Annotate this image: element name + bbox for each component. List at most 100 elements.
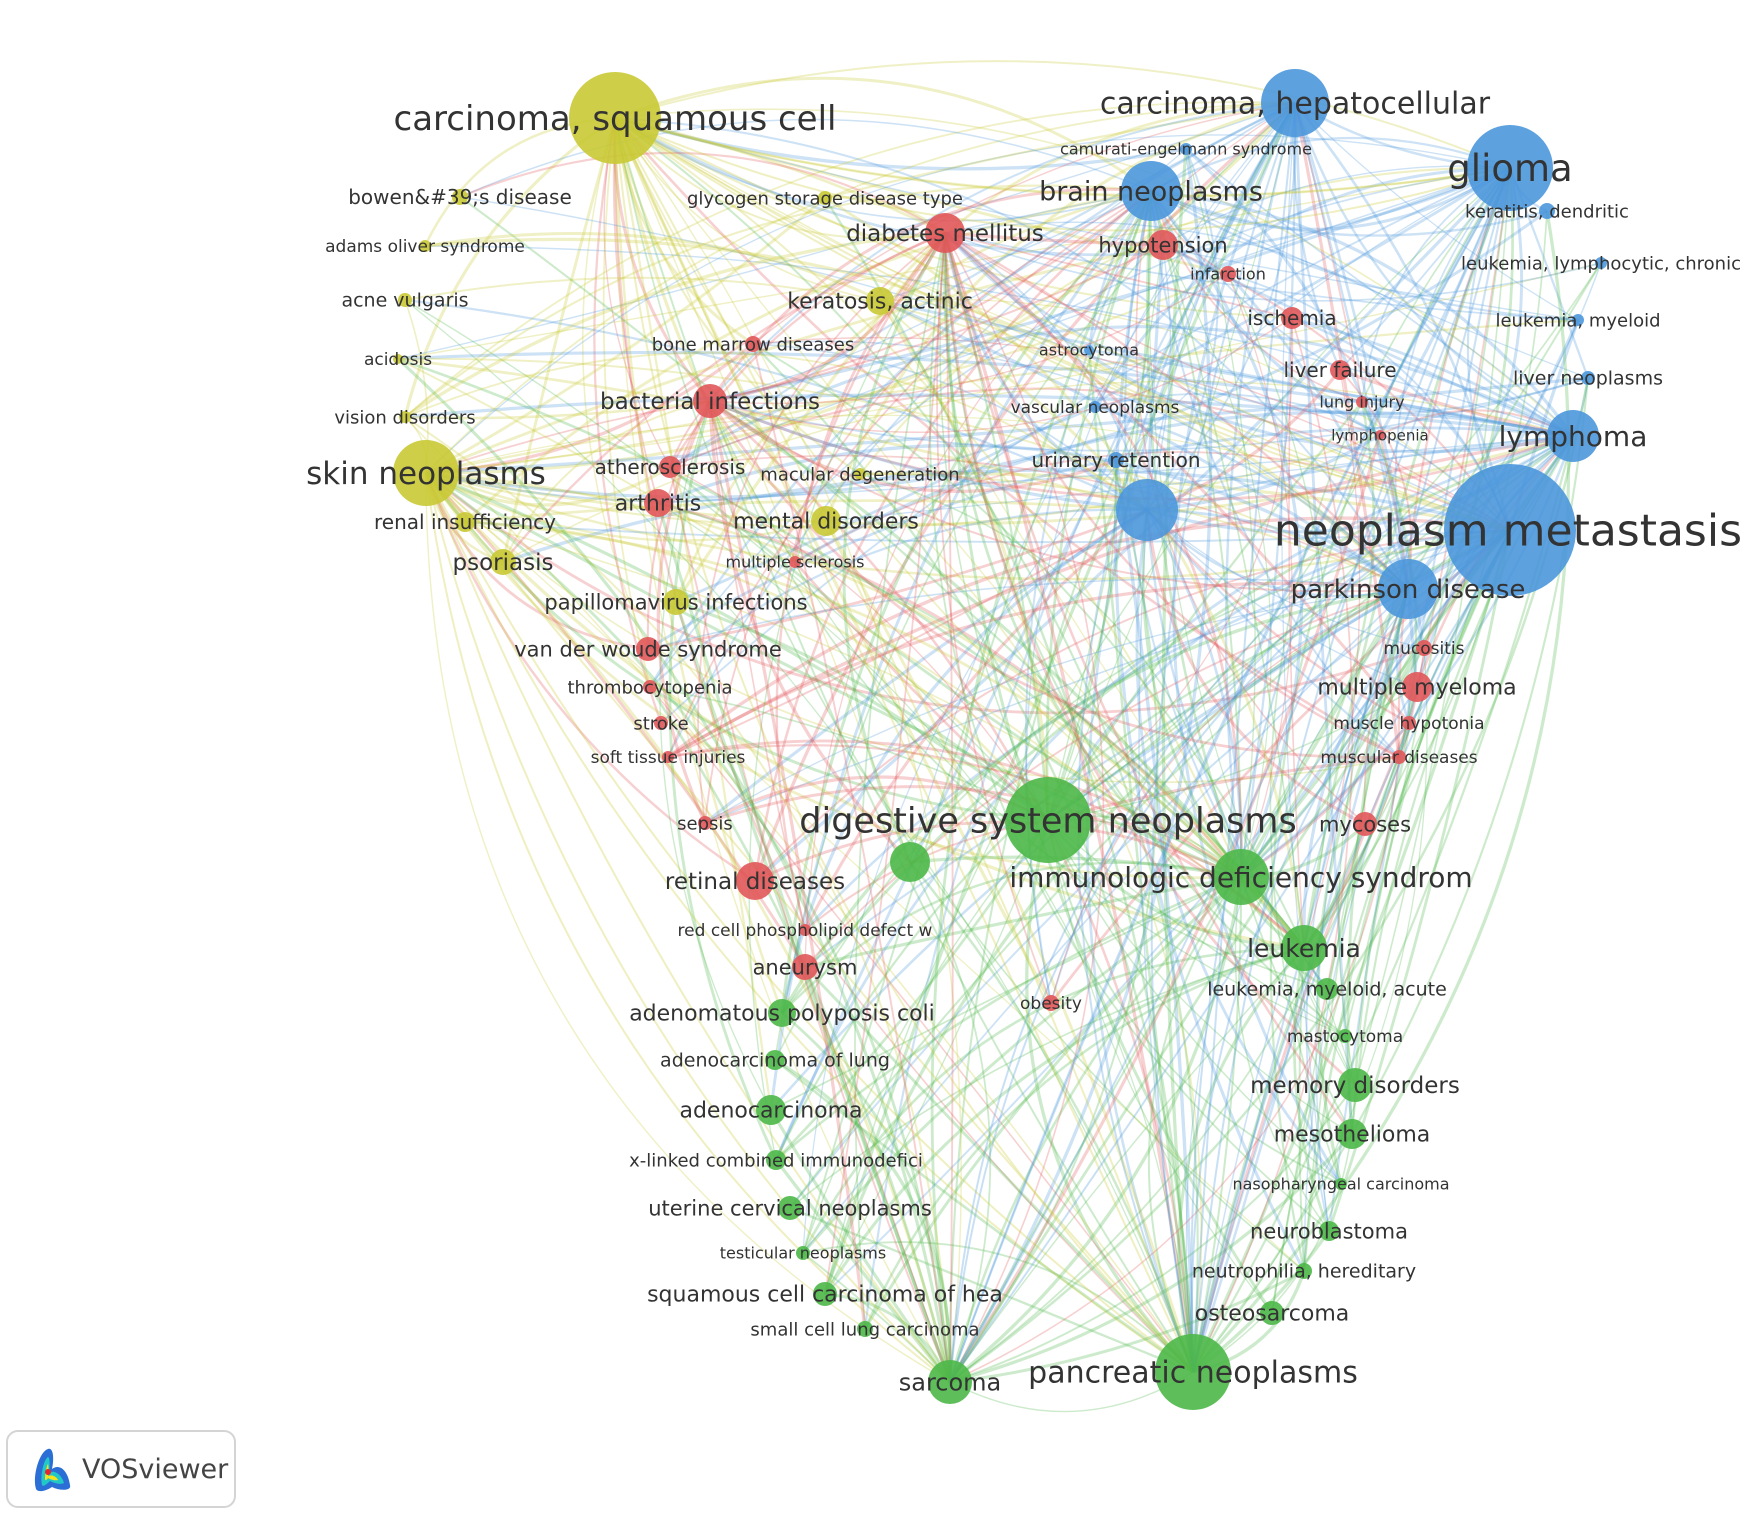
node-uterine[interactable] [778, 1196, 802, 1220]
node-bonemarrow[interactable] [745, 336, 761, 352]
node-psoriasis[interactable] [490, 549, 516, 575]
network-edge [949, 756, 1400, 1383]
node-mm[interactable] [1402, 672, 1432, 702]
node-lymphoma[interactable] [1547, 410, 1599, 462]
node-vascular[interactable] [1089, 401, 1101, 413]
network-edge [943, 232, 1356, 1087]
node-osteosarcoma[interactable] [1260, 1301, 1284, 1325]
node-diabetes[interactable] [925, 213, 965, 253]
network-edge [464, 521, 1242, 878]
node-label-nasoph: nasopharyngeal carcinoma [1232, 1175, 1449, 1194]
network-edge [780, 434, 1574, 1014]
node-greenmid[interactable] [890, 842, 930, 882]
node-musclehyp[interactable] [1402, 716, 1416, 730]
node-adenomatous[interactable] [768, 999, 796, 1027]
node-urinary[interactable] [1108, 452, 1124, 468]
node-mesothelioma[interactable] [1337, 1119, 1367, 1149]
node-neuroblastoma[interactable] [1319, 1221, 1339, 1241]
node-lungi[interactable] [1356, 396, 1368, 408]
node-xlinked[interactable] [766, 1150, 786, 1170]
node-sarcoma[interactable] [928, 1360, 972, 1404]
network-edge [752, 340, 1409, 590]
node-mucositis[interactable] [1416, 640, 1432, 656]
node-vdw[interactable] [636, 637, 660, 661]
node-label-papilloma: papillomavirus infections [544, 590, 807, 614]
node-memory[interactable] [1338, 1068, 1372, 1102]
node-redcell[interactable] [799, 924, 811, 936]
node-neomet[interactable] [1444, 464, 1576, 596]
node-adams[interactable] [419, 240, 431, 252]
network-edge [879, 299, 1574, 438]
network-edge [1138, 509, 1194, 1373]
network-edge [1303, 210, 1548, 949]
node-musculardis[interactable] [1392, 750, 1406, 764]
node-papilloma[interactable] [663, 589, 689, 615]
node-smallcell[interactable] [857, 1321, 873, 1337]
node-softtissue[interactable] [662, 751, 674, 763]
node-bluehub[interactable] [1116, 479, 1178, 541]
node-cll[interactable] [1595, 257, 1607, 269]
node-obesity[interactable] [1043, 995, 1059, 1011]
network-edge [1316, 528, 1512, 1185]
node-lmyeloid[interactable] [1572, 314, 1584, 326]
node-macular[interactable] [854, 468, 866, 480]
node-liverneo[interactable] [1581, 371, 1595, 385]
network-edge [1270, 529, 1511, 1314]
network-edge [657, 443, 1409, 591]
node-pancreatic[interactable] [1155, 1334, 1231, 1410]
node-athero[interactable] [659, 456, 681, 478]
node-hypotension[interactable] [1148, 230, 1178, 260]
node-ms[interactable] [789, 556, 801, 568]
node-glycogen[interactable] [818, 191, 832, 205]
network-edge [666, 516, 1511, 759]
node-keratitis[interactable] [1539, 203, 1555, 219]
node-mastocytoma[interactable] [1338, 1029, 1352, 1043]
network-edge [948, 148, 1213, 1383]
network-edge [1298, 947, 1305, 1272]
node-csc[interactable] [569, 72, 661, 164]
node-chc[interactable] [1261, 69, 1329, 137]
node-camurati[interactable] [1180, 143, 1192, 155]
node-neutrophilia[interactable] [1296, 1263, 1312, 1279]
node-aneurysm[interactable] [792, 954, 818, 980]
network-edge [803, 965, 1195, 1374]
node-mental[interactable] [811, 506, 841, 536]
node-renal[interactable] [455, 512, 475, 532]
node-glioma[interactable] [1467, 125, 1553, 211]
node-keratosis[interactable] [866, 287, 894, 315]
node-astro[interactable] [1084, 345, 1094, 355]
node-acidosis[interactable] [393, 354, 403, 364]
network-edge [657, 502, 1194, 1373]
network-edge [1047, 401, 1363, 821]
network-edge [425, 196, 826, 475]
node-nasoph[interactable] [1335, 1178, 1347, 1190]
network-edge [669, 466, 951, 1383]
node-immuno[interactable] [1213, 849, 1269, 905]
node-adenocarcinoma[interactable] [756, 1095, 786, 1125]
node-thrombo[interactable] [643, 680, 657, 694]
node-bowen[interactable] [452, 189, 468, 205]
node-infarction[interactable] [1220, 266, 1236, 282]
node-squamoushea[interactable] [813, 1282, 837, 1306]
node-leukemia[interactable] [1281, 925, 1327, 971]
node-ischemia[interactable] [1281, 307, 1303, 329]
node-mycoses[interactable] [1353, 812, 1377, 836]
node-digestive[interactable] [1005, 777, 1091, 863]
node-arthritis[interactable] [644, 489, 672, 517]
node-retinal[interactable] [736, 862, 774, 900]
node-lymphopenia[interactable] [1375, 430, 1385, 440]
network-edge [824, 232, 946, 1295]
node-vision[interactable] [399, 411, 411, 423]
node-skin[interactable] [393, 440, 459, 506]
node-aml[interactable] [1316, 978, 1338, 1000]
node-testicular[interactable] [796, 1246, 810, 1260]
network-edge [614, 117, 1511, 198]
node-adenolung[interactable] [765, 1050, 785, 1070]
node-acne[interactable] [398, 293, 412, 307]
node-bacterial[interactable] [693, 384, 727, 418]
node-sepsis[interactable] [698, 816, 712, 830]
node-liverf[interactable] [1330, 360, 1350, 380]
node-parkinson[interactable] [1378, 559, 1438, 619]
node-stroke[interactable] [654, 716, 668, 730]
node-brain[interactable] [1121, 161, 1181, 221]
